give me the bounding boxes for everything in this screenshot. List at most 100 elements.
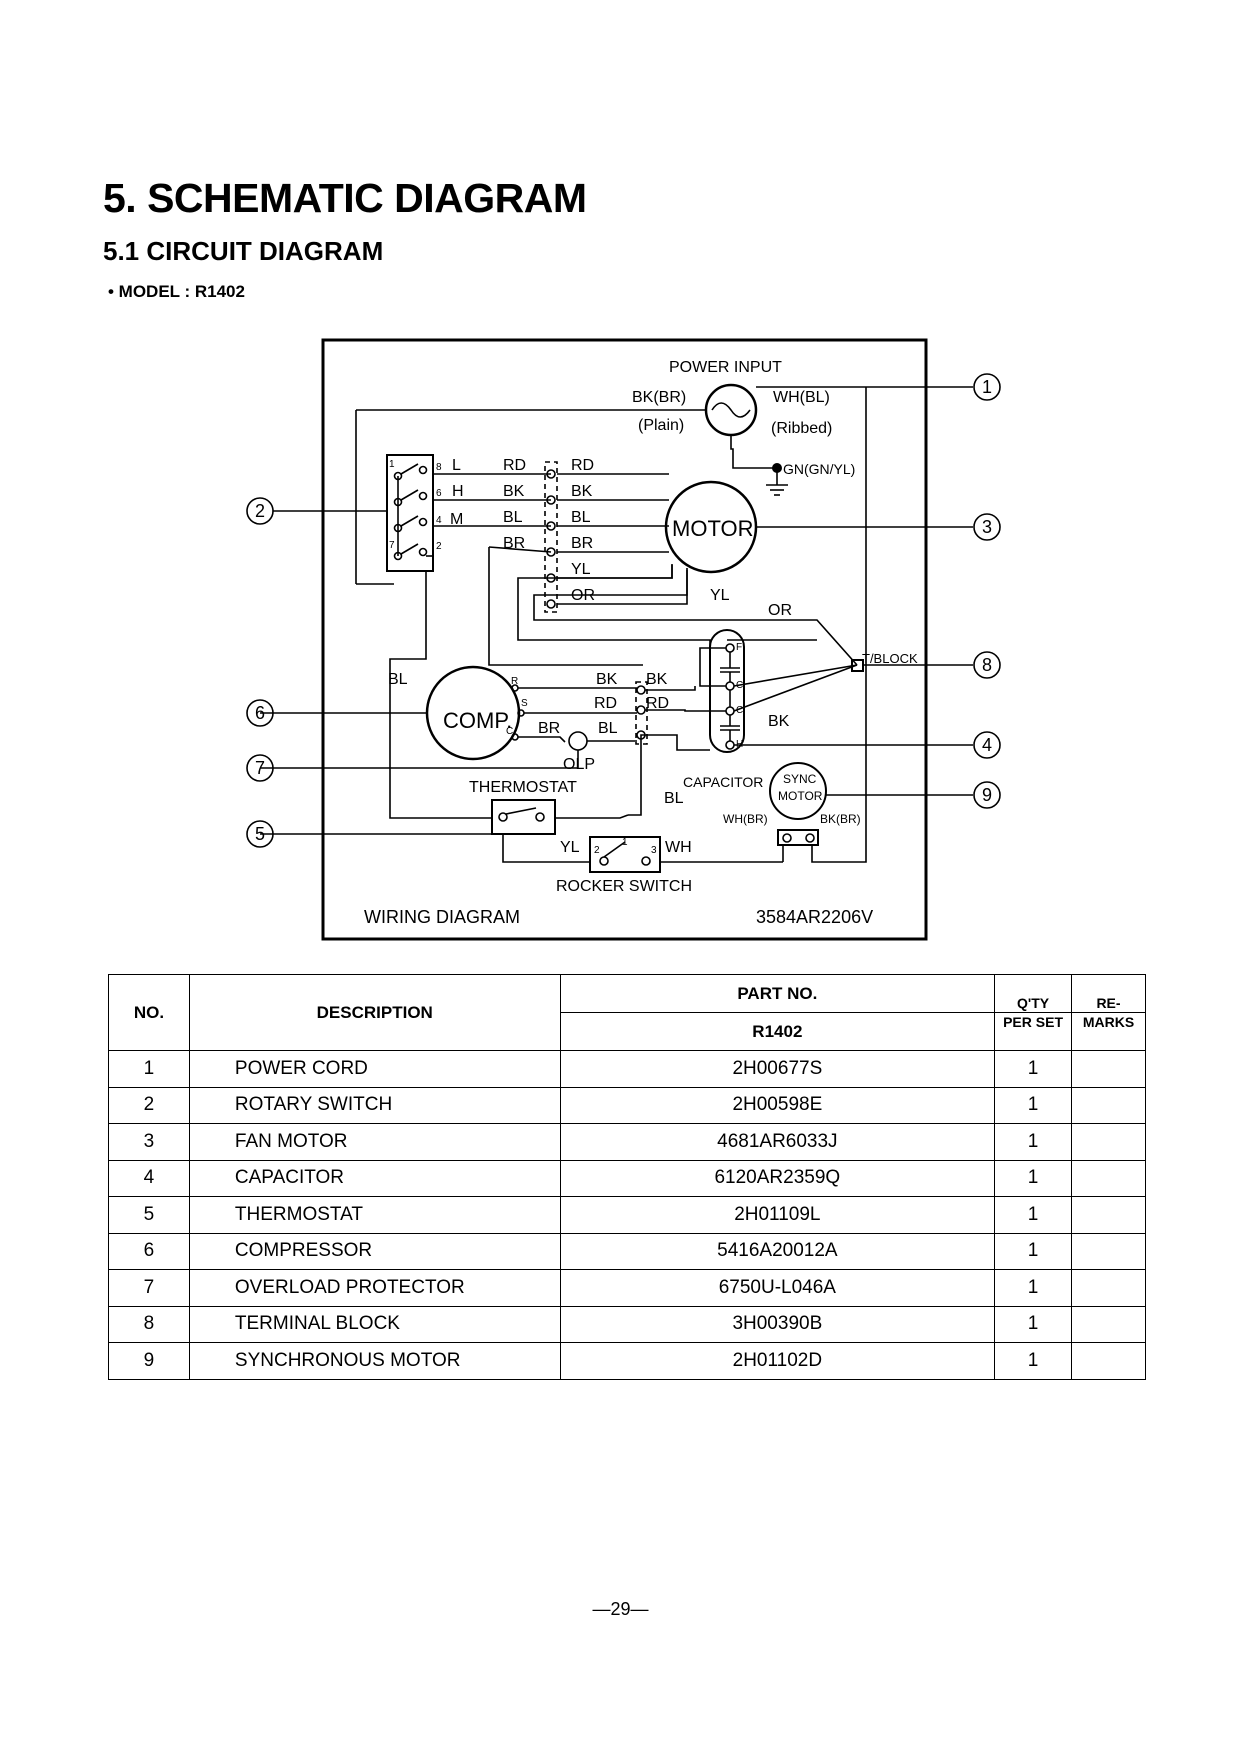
col-header-model: R1402 [559,1012,996,1051]
wire-label: RD [571,457,594,474]
rocker-pin: 1 [622,837,628,848]
wire-label: BL [503,509,523,526]
col-header-no: NO. [108,974,190,1051]
wire-label: BL [571,509,591,526]
cell-no: 5 [108,1196,190,1234]
cell-remarks [1071,1086,1146,1124]
callout-number: 9 [982,785,992,805]
cell-part-no: 5416A20012A [559,1232,996,1270]
ribbed-label: (Ribbed) [771,420,832,437]
comp-pin: C [506,726,513,737]
circuit-diagram: POWER INPUT BK(BR) WH(BL) (Plain) (Ribbe… [246,338,1001,941]
switch-pin: 6 [436,488,442,499]
switch-pin: 7 [389,540,395,551]
wire-label: BL [598,720,618,737]
callout-number: 1 [982,377,992,397]
callout-5 [246,820,274,848]
thermostat [491,799,556,835]
switch-pin: 2 [436,541,442,552]
cell-no: 8 [108,1305,190,1343]
switch-pos-l: L [452,457,461,474]
callout-number: 5 [255,824,265,844]
cell-description: TERMINAL BLOCK [188,1305,561,1343]
motor-label: MOTOR [672,516,753,541]
switch-pos-h: H [452,483,464,500]
cell-part-no: 2H01102D [559,1342,996,1380]
wiring-diagram-label: WIRING DIAGRAM [364,907,520,927]
wire-label: OR [571,587,595,604]
drawing-number: 3584AR2206V [756,907,873,927]
col-header-remarks: RE- [1071,974,1146,1013]
parts-table: NO. DESCRIPTION PART NO. Q'TY RE- R1402 … [108,974,1146,1380]
col-header-description: DESCRIPTION [188,974,561,1051]
cell-qty: 1 [994,1269,1073,1307]
cell-description: CAPACITOR [188,1159,561,1197]
wire-label: RD [594,695,617,712]
wire-label: BL [664,790,684,807]
cell-remarks [1071,1269,1146,1307]
col-header-qty-sub: PER SET [994,1012,1073,1051]
cap-pin: F [736,642,742,653]
cell-part-no: 2H01109L [559,1196,996,1234]
rocker-switch [589,836,661,873]
cell-qty: 1 [994,1086,1073,1124]
cell-part-no: 6120AR2359Q [559,1159,996,1197]
cell-no: 9 [108,1342,190,1380]
callout-8 [973,651,1001,679]
callout-4 [973,731,1001,759]
plug-left-label: BK(BR) [632,389,686,406]
cell-qty: 1 [994,1123,1073,1161]
cell-remarks [1071,1232,1146,1270]
thermostat-label: THERMOSTAT [469,779,577,796]
cell-remarks [1071,1159,1146,1197]
wire-label: BR [571,535,593,552]
rocker-pin: 3 [651,845,657,856]
cell-remarks [1071,1123,1146,1161]
cell-no: 1 [108,1050,190,1088]
rotary-switch [386,454,434,572]
cell-part-no: 3H00390B [559,1305,996,1343]
sync-motor-label: MOTOR [778,789,823,803]
cap-pin: H [736,739,743,750]
cap-pin: C [736,705,743,716]
olp-label: OLP [563,756,595,773]
power-input-label: POWER INPUT [669,359,782,376]
cell-remarks [1071,1196,1146,1234]
page-number: —29— [592,1599,649,1619]
cell-remarks [1071,1305,1146,1343]
plug-right-label: WH(BL) [773,389,830,406]
comp-label: COMP. [443,708,512,733]
cell-description: OVERLOAD PROTECTOR [188,1269,561,1307]
cell-remarks [1071,1050,1146,1088]
wire-label: BK [768,713,790,730]
wire-label: WH [665,839,692,856]
wire-label: WH(BR) [723,812,768,826]
cell-description: SYNCHRONOUS MOTOR [188,1342,561,1380]
wire-label: RD [503,457,526,474]
switch-pin: 8 [436,462,442,473]
comp-pin: S [521,698,528,709]
wire-label: YL [571,561,591,578]
wire-label: BR [503,535,525,552]
cell-no: 2 [108,1086,190,1124]
cell-remarks [1071,1342,1146,1380]
callout-number: 7 [255,758,265,778]
cell-description: POWER CORD [188,1050,561,1088]
cell-qty: 1 [994,1050,1073,1088]
cell-part-no: 2H00677S [559,1050,996,1088]
cell-description: FAN MOTOR [188,1123,561,1161]
olp [568,731,588,751]
cell-qty: 1 [994,1196,1073,1234]
plain-label: (Plain) [638,417,684,434]
wire-label: BL [388,671,408,688]
cell-description: ROTARY SWITCH [188,1086,561,1124]
wire-label: BK [596,671,618,688]
switch-pos-m: M [450,511,463,528]
callout-1 [973,373,1001,401]
page-title: 5. SCHEMATIC DIAGRAM [103,175,587,221]
